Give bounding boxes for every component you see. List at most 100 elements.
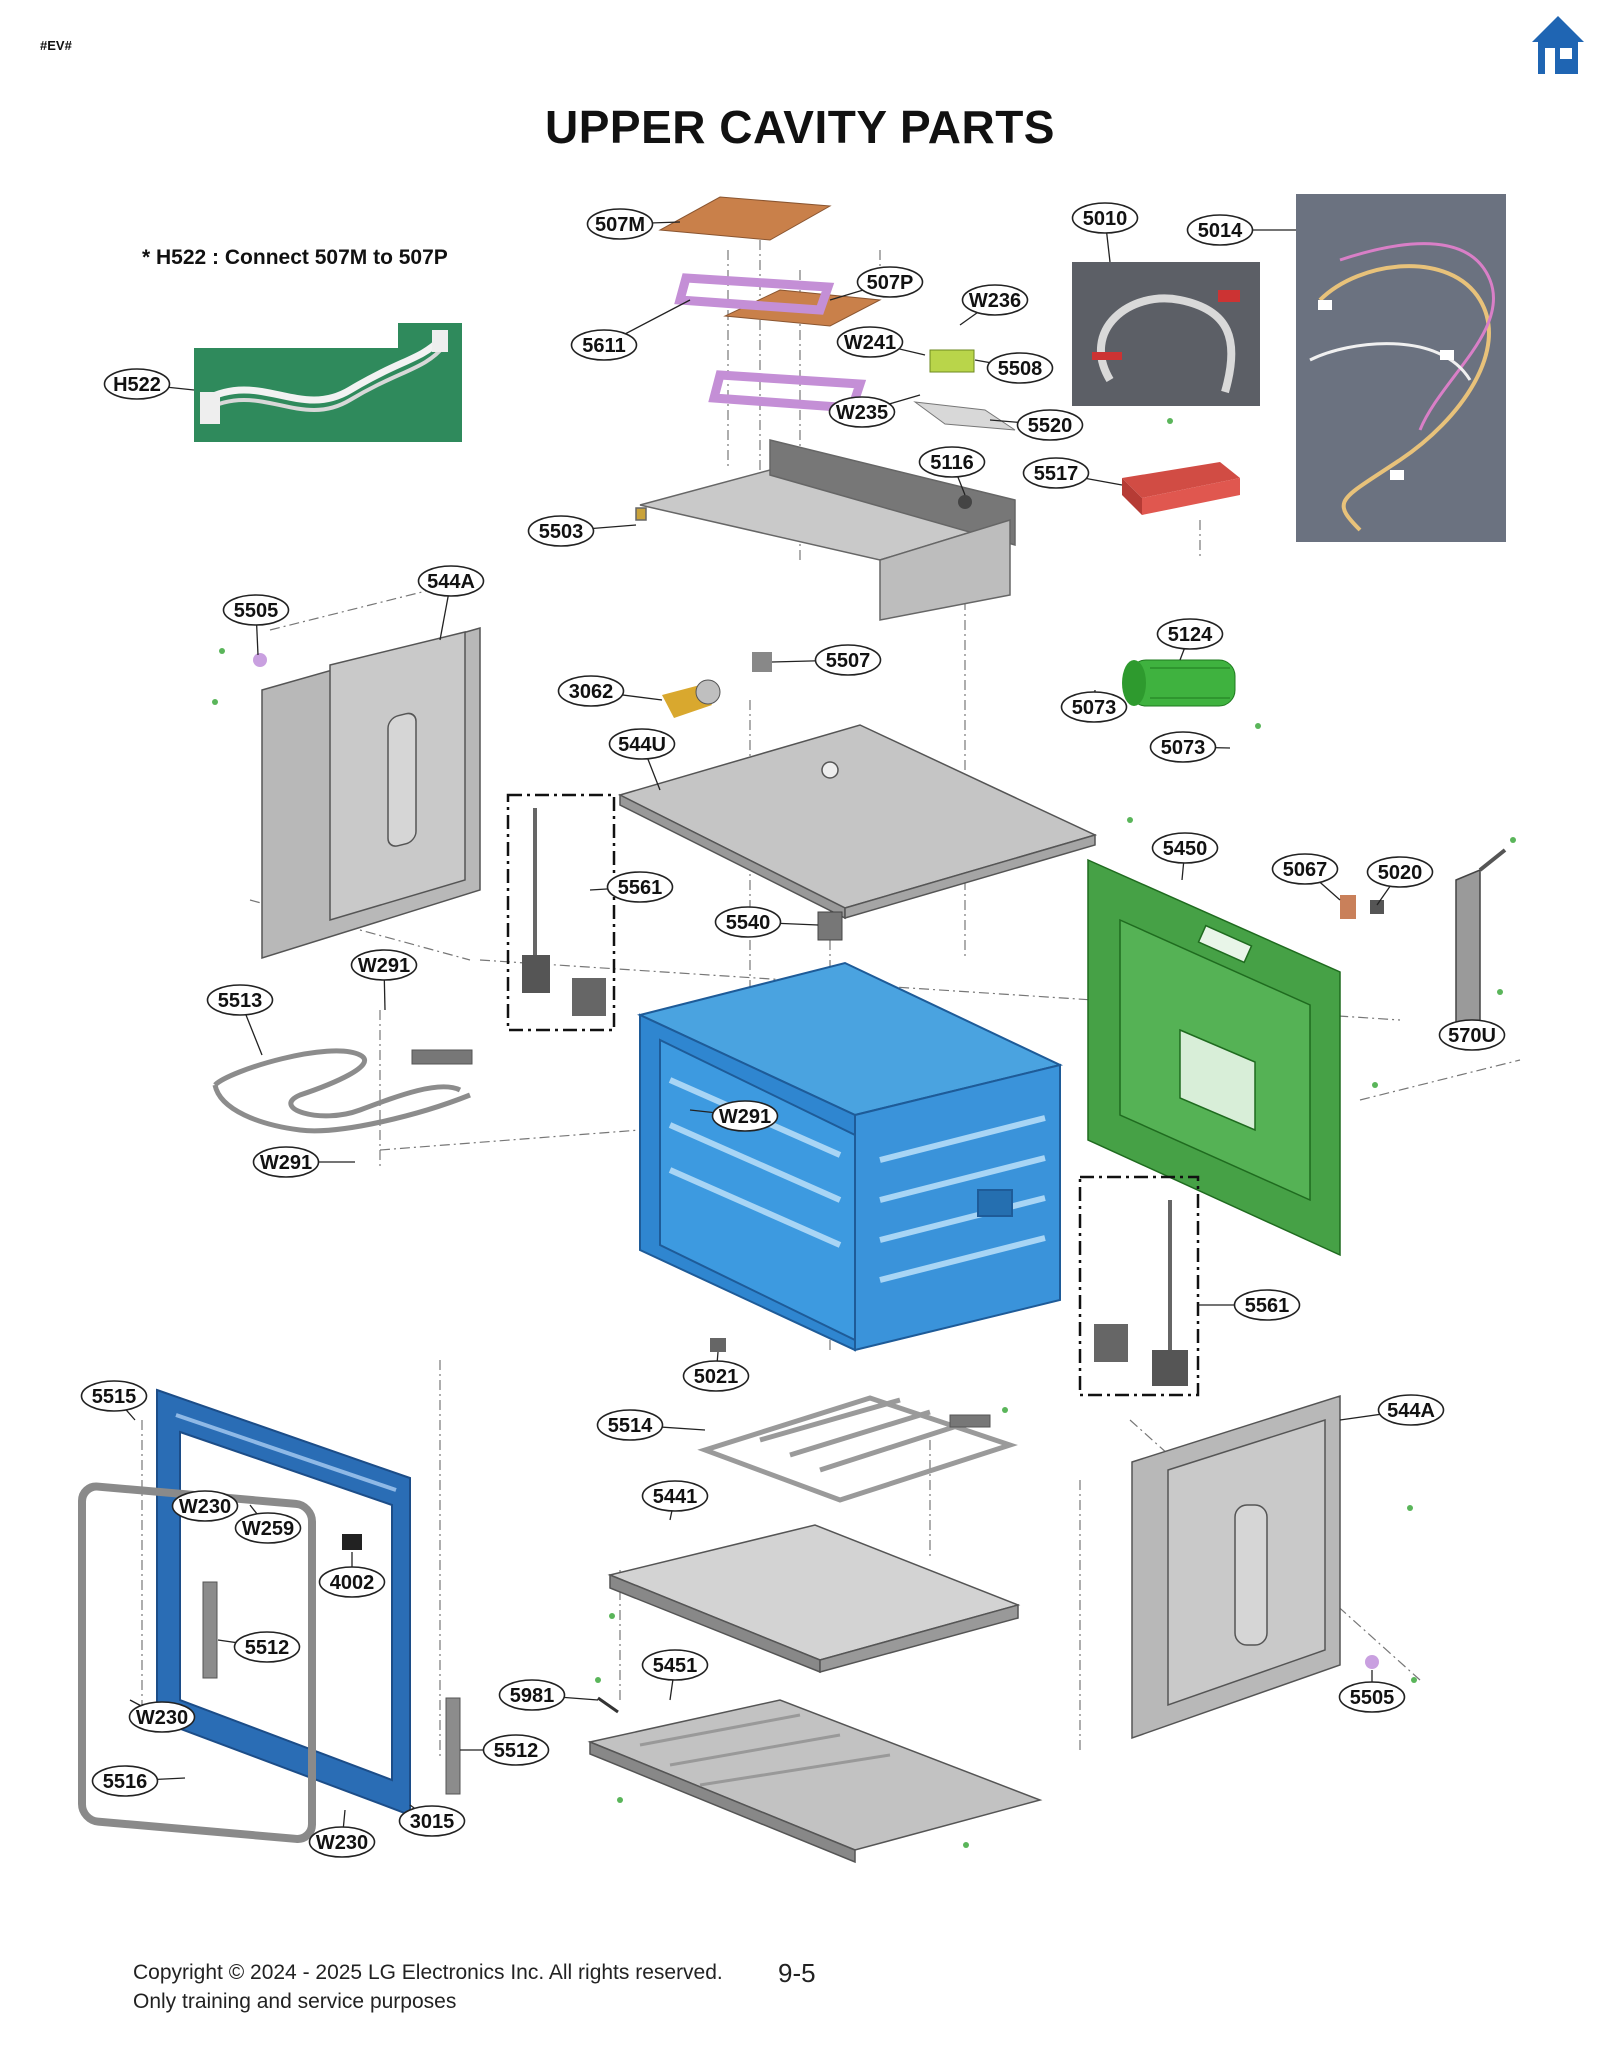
part-number: W291	[358, 955, 410, 977]
back-panel-5450	[1087, 858, 1341, 1257]
top-bracket-5503	[635, 439, 1016, 621]
part-label: 5540	[714, 906, 819, 938]
part-number: 5514	[608, 1415, 653, 1437]
part-label: 5067	[1271, 853, 1341, 901]
label-bubble	[1016, 409, 1084, 441]
part-label: 5515	[80, 1380, 148, 1421]
part-number: W235	[836, 402, 888, 424]
part-number: 570U	[1448, 1025, 1496, 1047]
part-label: W230	[128, 1699, 196, 1733]
part-number: 544A	[427, 571, 475, 593]
side-panel-544a-left	[261, 627, 481, 960]
part-number: 5021	[694, 1366, 739, 1388]
part-number: 5981	[510, 1685, 555, 1707]
oven-cavity	[637, 961, 1063, 1352]
label-bubble	[350, 949, 418, 981]
heater-5514	[697, 1395, 1018, 1503]
part-label: 5520	[989, 409, 1084, 441]
document-tag: #EV#	[40, 38, 72, 53]
part-number: W241	[844, 332, 896, 354]
part-label: 5516	[91, 1765, 186, 1797]
part-number: 5611	[582, 335, 625, 357]
label-bubble	[1022, 457, 1090, 489]
label-bubble	[171, 1490, 239, 1522]
part-number: 5517	[1034, 463, 1079, 485]
label-bubble	[918, 446, 986, 478]
part-number: 5515	[92, 1386, 137, 1408]
part-label: 544U	[608, 728, 676, 791]
part-label: 5021	[682, 1351, 750, 1392]
label-bubble	[318, 1566, 386, 1598]
part-label: 5512	[460, 1734, 550, 1766]
label-bubble	[527, 515, 595, 547]
label-bubble	[1060, 691, 1128, 723]
part-number: 544A	[1387, 1400, 1435, 1422]
part-label: 5020	[1366, 856, 1434, 906]
bottom-plate-5451	[587, 1699, 1043, 1864]
part-number: W230	[179, 1496, 231, 1518]
part-number: 5561	[1245, 1295, 1290, 1317]
label-bubble	[1156, 618, 1224, 650]
connection-note: * H522 : Connect 507M to 507P	[142, 246, 448, 269]
part-number: 5516	[103, 1771, 148, 1793]
label-bubble	[1149, 731, 1217, 763]
part-label: 5505	[222, 594, 290, 656]
part-number: 5441	[653, 1486, 698, 1508]
part-label: 5561	[589, 871, 674, 903]
part-number: H522	[113, 374, 161, 396]
part-label: 5514	[596, 1409, 706, 1441]
label-bubble	[222, 594, 290, 626]
usage-text: Only training and service purposes	[133, 1990, 457, 2013]
label-bubble	[986, 352, 1054, 384]
insulation-507m	[658, 196, 832, 241]
fastener-5505-left	[253, 653, 267, 667]
screws	[212, 418, 1516, 1848]
part-number: 5067	[1283, 859, 1328, 881]
bracket-5611-upper	[674, 273, 835, 315]
part-number: 5014	[1198, 220, 1243, 242]
part-label: W235	[828, 394, 921, 428]
door-frame	[156, 1388, 411, 1817]
bottom-tray-5441	[607, 1524, 1021, 1674]
fan-motor-5124	[1122, 659, 1236, 707]
part-label: 570U	[1438, 1019, 1506, 1051]
part-label: 5513	[206, 984, 274, 1056]
copyright-text: Copyright © 2024 - 2025 LG Electronics I…	[133, 1961, 723, 1984]
label-bubble	[103, 368, 171, 400]
cable-5010-photo	[1072, 262, 1260, 406]
label-bubble	[682, 1360, 750, 1392]
duct-5540	[817, 911, 843, 941]
fastener-5505-right	[1365, 1655, 1379, 1669]
part-label: 507P	[829, 266, 924, 301]
bracket-5021	[710, 1338, 726, 1352]
part-label: 5010	[1071, 202, 1139, 263]
label-bubble	[308, 1826, 376, 1858]
part-number: 507M	[595, 214, 645, 236]
label-bubble	[1186, 214, 1254, 246]
part-number: W291	[719, 1106, 771, 1128]
control-box-5517	[1122, 462, 1240, 515]
label-bubble	[91, 1765, 159, 1797]
part-label: 544A	[417, 565, 485, 641]
part-label: W259	[234, 1504, 302, 1544]
home-icon[interactable]	[1530, 14, 1586, 76]
part-number: W291	[260, 1152, 312, 1174]
sensor-5116	[958, 495, 972, 509]
label-bubble	[1377, 1394, 1445, 1426]
label-bubble	[570, 329, 638, 361]
label-bubble	[596, 1409, 664, 1441]
side-panel-544a-right	[1131, 1394, 1341, 1740]
part-label: W291	[252, 1146, 355, 1178]
part-4002	[342, 1534, 362, 1550]
part-label: 5124	[1156, 618, 1224, 661]
part-label: W236	[959, 284, 1029, 326]
part-label: W291	[689, 1100, 779, 1132]
part-number: 5512	[494, 1740, 539, 1762]
part-label: 5512	[217, 1631, 301, 1663]
label-bubble	[711, 1100, 779, 1132]
part-label: 5116	[918, 446, 986, 496]
bracket-5507	[752, 652, 772, 672]
harness-h522-photo	[194, 323, 462, 442]
heater-5513	[212, 1048, 473, 1134]
